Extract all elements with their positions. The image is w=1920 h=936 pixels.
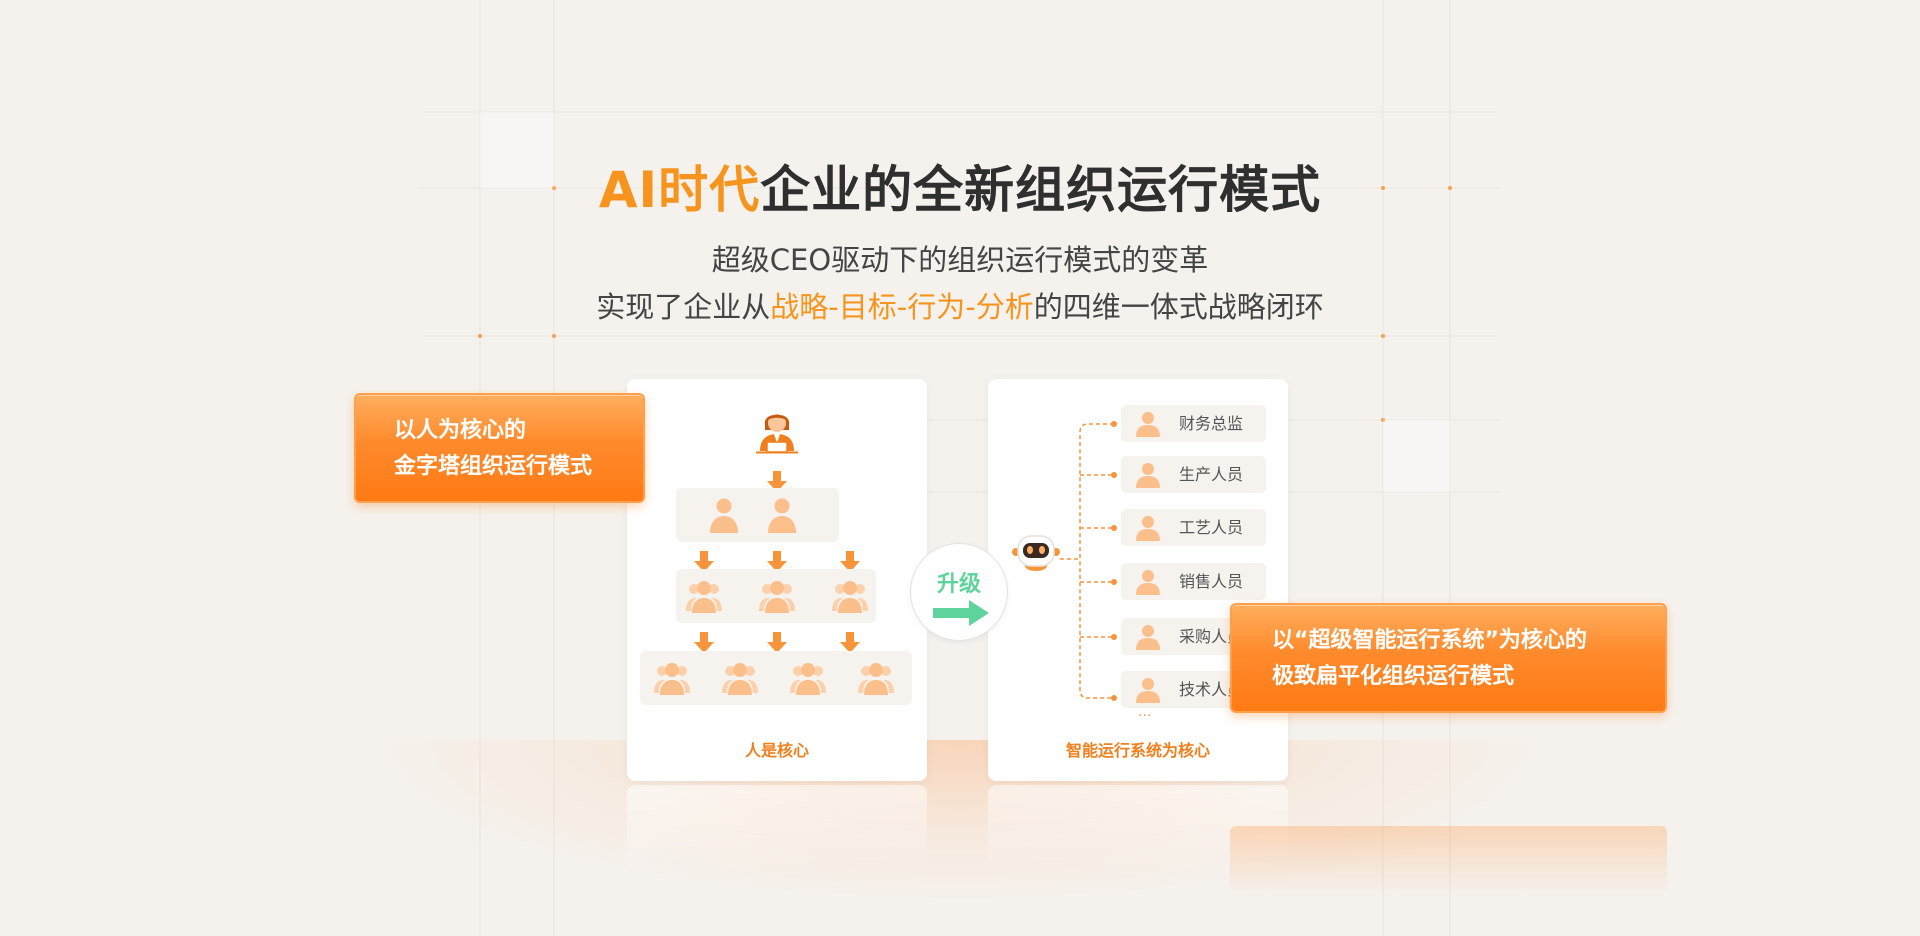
page-subtitle: 超级CEO驱动下的组织运行模式的变革 [711, 243, 1209, 277]
person-icon [1136, 463, 1160, 488]
down-arrow-icon [694, 632, 714, 653]
down-arrow-icon [840, 551, 860, 572]
subline-highlight: 战略-目标-行为-分析 [770, 290, 1034, 324]
role-sales-staff: 销售人员 [1121, 563, 1266, 600]
flat-mode-badge: 以“超级智能运行系统”为核心的 极致扁平化组织运行模式 [1230, 603, 1667, 713]
subline-suffix: 的四维一体式战略闭环 [1033, 290, 1324, 324]
person-icon [768, 498, 796, 533]
pyramid-card: 人是核心 [627, 379, 927, 781]
person-icon [1136, 412, 1160, 437]
badge-line-1: 以人为核心的 [394, 418, 527, 443]
title-highlight: AI时代 [598, 161, 761, 219]
down-arrow-icon [840, 632, 860, 653]
badge-line-2: 极致扁平化组织运行模式 [1272, 664, 1515, 689]
connector-lines [1060, 421, 1117, 701]
people-group-icon [790, 663, 826, 695]
role-label: 技术人员 [1179, 680, 1244, 699]
pyramid-row-1 [676, 488, 839, 542]
people-group-icon [759, 581, 795, 613]
left-card-reflection [627, 785, 927, 875]
role-process-staff: 工艺人员 [1121, 509, 1266, 546]
robot-icon [1012, 535, 1060, 571]
badge-line-2: 金字塔组织运行模式 [394, 454, 593, 479]
person-icon [1136, 678, 1160, 703]
upgrade-label: 升级 [936, 572, 981, 597]
pyramid-row-2 [676, 569, 876, 623]
people-group-icon [832, 581, 868, 613]
right-badge-reflection [1230, 826, 1667, 896]
role-label: 生产人员 [1179, 465, 1244, 484]
down-arrow-icon [767, 632, 787, 653]
people-group-icon [722, 663, 758, 695]
pyramid-row-3 [640, 651, 912, 705]
role-label: 销售人员 [1179, 572, 1244, 591]
role-label: 工艺人员 [1179, 518, 1244, 537]
down-arrow-icon [767, 551, 787, 572]
title-rest: 企业的全新组织运行模式 [760, 161, 1322, 219]
badge-line-1: 以“超级智能运行系统”为核心的 [1272, 628, 1587, 653]
leader-icon [756, 414, 798, 454]
person-icon [710, 498, 738, 533]
people-group-icon [654, 663, 690, 695]
page-subline: 实现了企业从战略-目标-行为-分析的四维一体式战略闭环 [0, 287, 1920, 327]
arrow-right-icon [933, 600, 989, 626]
person-icon [1136, 516, 1160, 541]
more-roles-ellipsis: ... [1138, 704, 1152, 720]
people-group-icon [686, 581, 722, 613]
people-group-icon [858, 663, 894, 695]
subline-prefix: 实现了企业从 [596, 290, 771, 324]
role-finance-director: 财务总监 [1121, 405, 1266, 442]
upgrade-circle: 升级 [910, 543, 1008, 641]
person-icon [1136, 570, 1160, 595]
right-card-reflection [988, 785, 1288, 875]
role-production-staff: 生产人员 [1121, 456, 1266, 493]
person-icon [1136, 625, 1160, 650]
pyramid-card-footer: 人是核心 [744, 741, 809, 760]
down-arrow-icon [767, 471, 787, 492]
pyramid-mode-badge: 以人为核心的 金字塔组织运行模式 [354, 393, 645, 503]
page-title: AI时代企业的全新组织运行模式 [0, 158, 1920, 222]
bottom-glow [380, 740, 1540, 900]
down-arrow-icon [694, 551, 714, 572]
flat-org-card-footer: 智能运行系统为核心 [1065, 741, 1210, 760]
role-label: 采购人员 [1179, 627, 1244, 646]
role-label: 财务总监 [1179, 414, 1244, 433]
flat-org-card: 财务总监 生产人员 工艺人员 销售人员 采购人员 技术人员 ... 智能运行系统… [988, 379, 1288, 781]
